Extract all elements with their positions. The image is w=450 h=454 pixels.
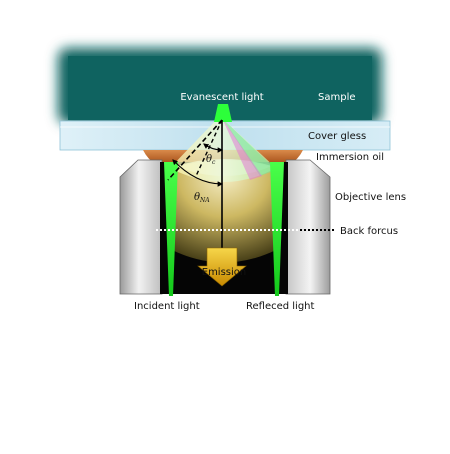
angle-lines: [167, 119, 224, 268]
sample-block: [58, 48, 382, 124]
theta-c-label: θc: [206, 154, 216, 166]
emission-label: Emission: [202, 267, 247, 278]
sample-label: Sample: [318, 92, 356, 103]
incident-light-label: Incident light: [134, 301, 200, 312]
theta-na-label: θNA: [194, 192, 210, 204]
immersion-oil-label: Immersion oil: [316, 152, 384, 163]
back-focus-label: Back forcus: [340, 226, 398, 237]
cover-glass-label: Cover gless: [308, 131, 366, 142]
objective-lens-label: Objective lens: [335, 192, 406, 203]
evanescent-light-label: Evanescent light: [180, 92, 263, 103]
emission-arrow: [197, 247, 247, 287]
reflected-light-label: Refleced light: [246, 301, 315, 312]
